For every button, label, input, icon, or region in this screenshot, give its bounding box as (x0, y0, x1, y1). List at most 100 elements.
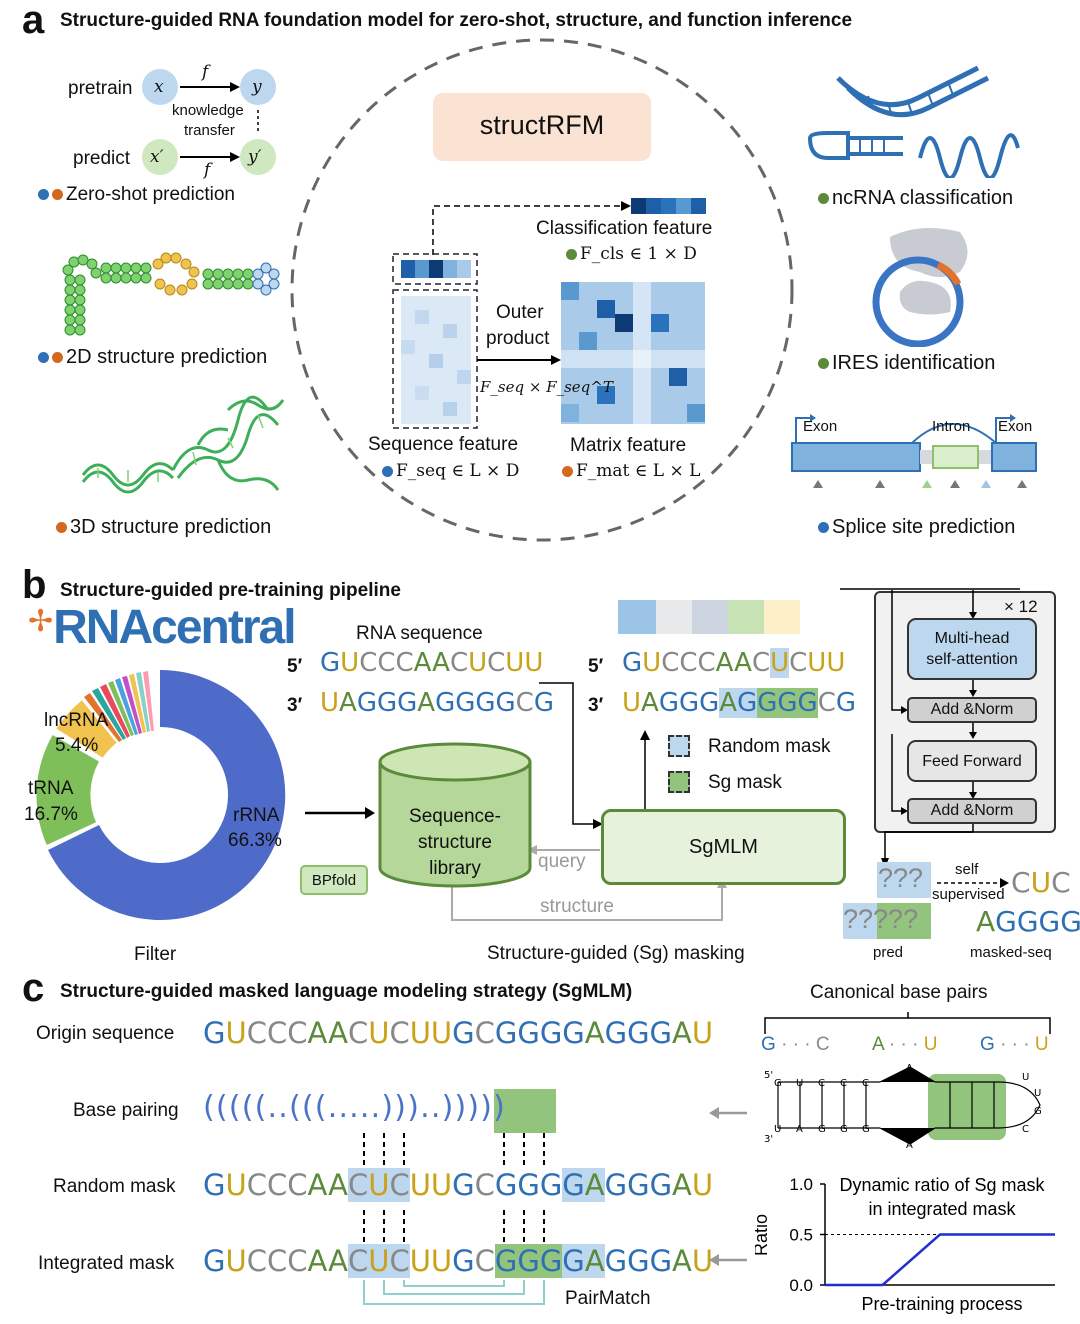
random-mask-label: Random mask (53, 1176, 176, 1197)
sg-mask-legend-swatch (668, 771, 690, 793)
pie-pct-lncrna: 5.4% (55, 735, 99, 756)
ires-label: IRES identification (818, 352, 995, 375)
structrfm-label: structRFM (479, 110, 605, 140)
pair-au: A · · · U (872, 1034, 938, 1055)
exon-label-left: Exon (803, 418, 838, 435)
cls-math: F_cls ∈ 1 × D (566, 244, 697, 264)
chart-title-line-2: in integrated mask (868, 1199, 1016, 1219)
panel-b-letter: b (22, 563, 47, 607)
masked-seq-label: masked-seq (970, 944, 1052, 961)
ires-icon (872, 228, 968, 347)
random-mask-sequence: GUCCCAACUCUUGCGGGGAGGGAU (203, 1168, 714, 1202)
rna-3d-structure-image (81, 395, 285, 494)
sgmlm-box (601, 809, 846, 885)
rna-2d-structure-image (62, 252, 280, 336)
pred-box-top (877, 862, 931, 898)
svg-text:U: U (774, 1124, 781, 1135)
svg-text:5': 5' (764, 1070, 773, 1081)
mhsa-box (907, 618, 1037, 680)
outer-label-1: Outer (496, 302, 544, 323)
base-pairing-label: Base pairing (73, 1100, 179, 1121)
rna-seq-top: GUCCCAACUCUU (320, 648, 544, 678)
svg-text:C: C (840, 1078, 847, 1089)
origin-sequence-label: Origin sequence (36, 1023, 175, 1044)
pie-pct-trna: 16.7% (24, 804, 78, 825)
y-tick-label: 0.0 (789, 1276, 813, 1295)
svg-text:A: A (796, 1124, 803, 1135)
zero-shot-diagram (142, 69, 276, 175)
qmarks-top: ??? (878, 863, 924, 893)
svg-text:C: C (1022, 1124, 1029, 1135)
pred-box-bottom-green (877, 903, 931, 939)
integrated-mask-label: Integrated mask (38, 1253, 175, 1274)
structure-3d-label: 3D structure prediction (56, 516, 271, 539)
exon-label-right: Exon (998, 418, 1033, 435)
canonical-bracket (764, 1012, 1051, 1034)
knowledge-label: knowledge (172, 102, 244, 119)
transfer-label: transfer (184, 122, 235, 139)
x-prime-node: x′ (150, 147, 164, 167)
svg-text:G: G (818, 1124, 826, 1135)
y-tick-label: 0.5 (789, 1226, 813, 1245)
feed-forward-label: Feed Forward (922, 753, 1022, 770)
cls-feature-row (631, 198, 706, 214)
rna-seq-bottom: UAGGGAGGGGCG (320, 688, 554, 718)
svg-text:U: U (1022, 1072, 1029, 1083)
pie-label-rrna: rRNA (233, 805, 280, 826)
origin-sequence: GUCCCAACUCUUGCGGGGAGGGAU (203, 1016, 714, 1050)
pie-label-trna: tRNA (28, 778, 74, 799)
pairmatch-label: PairMatch (565, 1288, 651, 1309)
five-prime-b1: 5′ (287, 656, 303, 677)
library-label-2: structure (418, 832, 492, 853)
add-norm-label-2: Add &Norm (930, 802, 1014, 819)
three-prime-b2: 3′ (588, 695, 604, 716)
predict-label: predict (73, 148, 131, 169)
three-prime-b1: 3′ (287, 695, 303, 716)
masked-seq-bottom: UAGGGAGGGGCG (622, 688, 856, 718)
classification-feature-label: Classification feature (536, 218, 713, 239)
svg-text:G: G (862, 1124, 870, 1135)
mat-math: F_mat ∈ L × L (562, 461, 700, 481)
feed-forward-box (907, 740, 1037, 782)
svg-text:3': 3' (764, 1134, 773, 1145)
library-label-1: Sequence- (409, 806, 501, 827)
pretrain-label: pretrain (68, 78, 133, 99)
splice-label: Splice site prediction (818, 516, 1015, 539)
self-label: self (955, 861, 979, 878)
svg-text:U: U (796, 1078, 803, 1089)
feature-matrices (392, 198, 706, 429)
dot-bracket: (((((..(((.....)))..))))) (203, 1090, 507, 1125)
supervised-label: supervised (932, 886, 1005, 903)
library-cylinder (378, 742, 532, 888)
svg-text:U: U (1034, 1088, 1041, 1099)
add-norm-label-1: Add &Norm (930, 701, 1014, 718)
structrfm-box (433, 93, 651, 161)
seq-math: F_seq ∈ L × D (382, 461, 519, 481)
grey-arrows (709, 1107, 747, 1266)
f-label-top: f (202, 62, 209, 82)
intron-label: Intron (932, 418, 971, 435)
library-label-3: library (429, 858, 481, 879)
pair-gu: G · · · U (980, 1034, 1049, 1055)
five-prime-b2: 5′ (588, 656, 604, 677)
svg-text:C: C (862, 1078, 869, 1089)
splice-site-icon (791, 414, 1037, 488)
svg-text:G: G (1034, 1106, 1042, 1117)
qmarks-bottom: ????? (843, 904, 919, 934)
sg-mask-legend-label: Sg mask (708, 772, 782, 793)
svg-text:A: A (906, 1140, 913, 1151)
random-mask-legend-swatch (668, 735, 690, 757)
query-label: query (538, 851, 586, 872)
outer-math: F_seq × F_seq^T (480, 378, 613, 396)
y-axis-label: Ratio (755, 1214, 771, 1256)
times12-label: × 12 (1004, 597, 1038, 616)
random-mask-legend-label: Random mask (708, 736, 831, 757)
panel-a-letter: a (22, 0, 45, 42)
add-norm-box-2 (907, 798, 1037, 824)
outer-label-2: product (486, 328, 550, 349)
f-label-bottom: f (204, 160, 211, 180)
masked-seq-top: GUCCCAACUCUU (622, 648, 846, 678)
structure-label: structure (540, 896, 614, 917)
